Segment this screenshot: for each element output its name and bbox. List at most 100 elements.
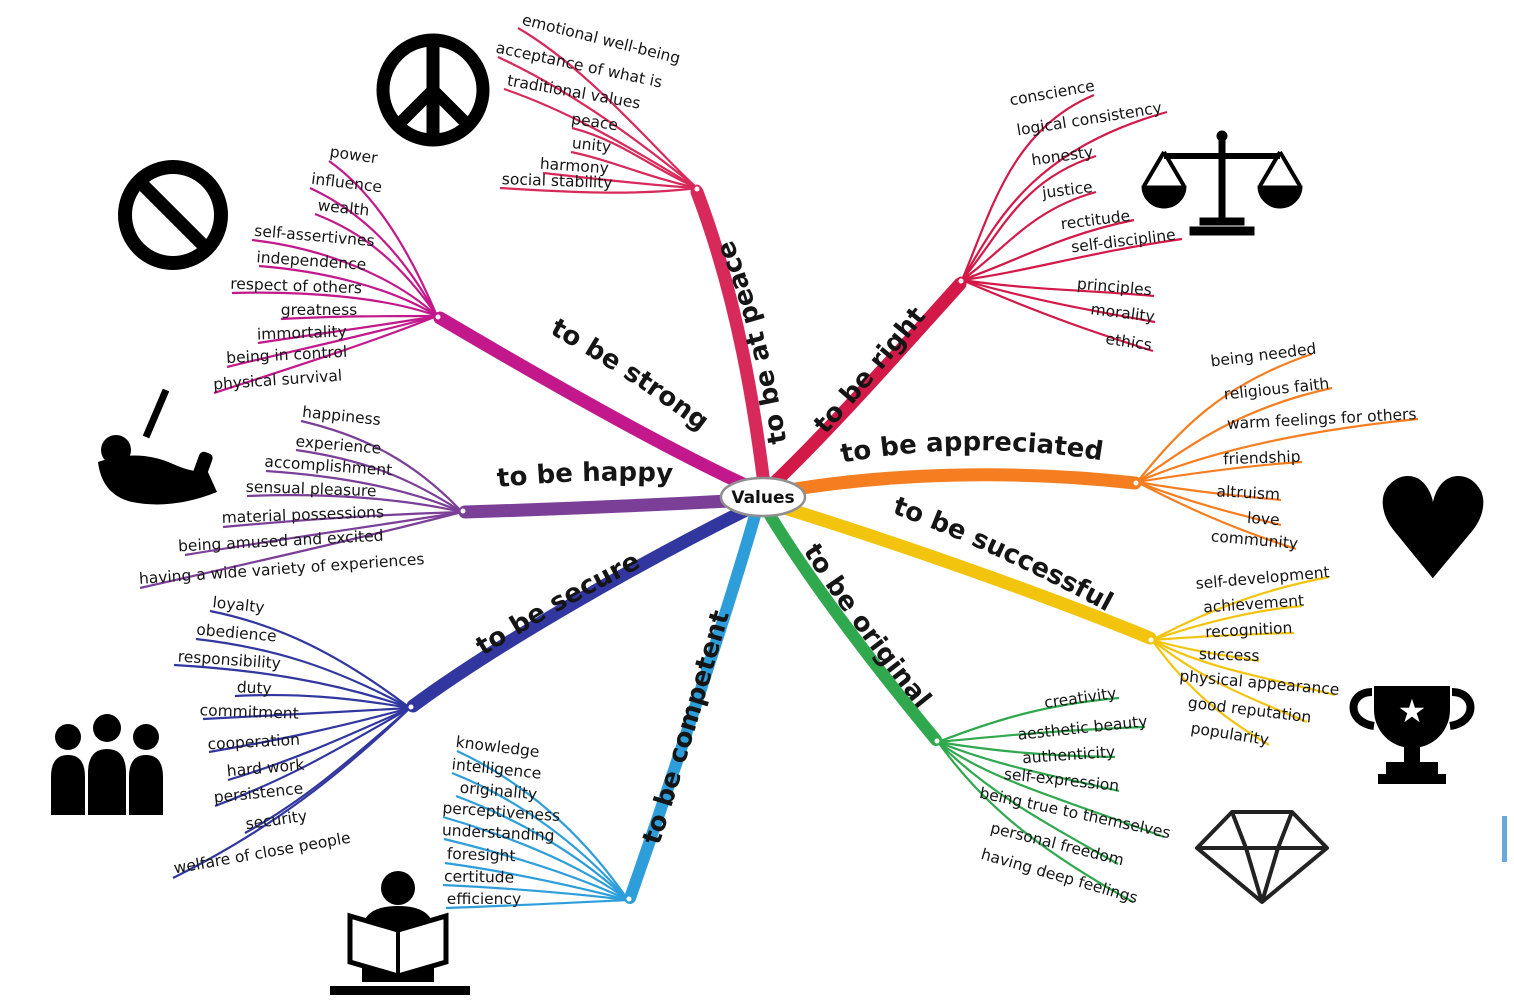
leaf-label[interactable]: greatness: [281, 301, 358, 319]
leaf-label[interactable]: self-expression: [1003, 765, 1120, 795]
prohibition-icon: [118, 160, 228, 270]
leaf-label[interactable]: duty: [236, 678, 272, 698]
leaf-label[interactable]: independence: [256, 248, 367, 274]
leaf-curve: [456, 750, 629, 901]
leaf-label[interactable]: loyalty: [212, 593, 266, 616]
branch-curves: [172, 500, 759, 879]
leaf-label[interactable]: success: [1199, 645, 1260, 665]
leaf-label[interactable]: being amused and excited: [178, 527, 384, 556]
leaf-label[interactable]: self-discipline: [1070, 226, 1176, 257]
leaf-label[interactable]: understanding: [442, 821, 555, 845]
scrollbar-artifact[interactable]: [1502, 816, 1507, 862]
leaf-label[interactable]: persistence: [213, 779, 304, 806]
leaf-curve: [195, 637, 411, 709]
leaf-curve: [244, 707, 411, 834]
leaf-label[interactable]: physical survival: [213, 367, 343, 394]
leaf-label[interactable]: community: [1210, 527, 1299, 553]
branch-curve[interactable]: [406, 500, 759, 713]
leaf-curve: [257, 314, 438, 345]
leaf-label[interactable]: warm feelings for others: [1227, 405, 1417, 433]
branch-curve[interactable]: [690, 185, 772, 499]
leaf-label[interactable]: cooperation: [207, 731, 300, 754]
leaf-label[interactable]: ethics: [1104, 330, 1152, 354]
leaf-label[interactable]: material possessions: [221, 503, 384, 527]
leaf-label[interactable]: wealth: [317, 196, 371, 219]
leaf-curve: [961, 278, 1154, 353]
leaf-label[interactable]: aesthetic beauty: [1017, 712, 1148, 744]
leaf-label[interactable]: welfare of close people: [172, 829, 352, 878]
leaf-label[interactable]: harmony: [539, 155, 609, 178]
leaf-label[interactable]: love: [1247, 509, 1281, 529]
branch-label[interactable]: to be original: [797, 538, 937, 714]
leaf-label[interactable]: social stability: [502, 170, 613, 192]
leaf-label[interactable]: unity: [571, 134, 612, 156]
leaf-curve: [1151, 639, 1336, 697]
leaf-label[interactable]: honesty: [1030, 143, 1094, 169]
leaf-label[interactable]: friendship: [1223, 448, 1301, 469]
branch-label[interactable]: to be competent: [637, 607, 736, 848]
branch-curves: [442, 506, 762, 910]
leaf-label[interactable]: creativity: [1043, 684, 1118, 712]
branch-curve[interactable]: [458, 493, 755, 519]
leaf-label[interactable]: morality: [1090, 300, 1156, 326]
branch-curve[interactable]: [624, 506, 762, 904]
leaf-label[interactable]: sensual pleasure: [246, 478, 377, 501]
leaf-label[interactable]: power: [329, 143, 380, 168]
leaf-label[interactable]: commitment: [199, 701, 299, 722]
branch-label[interactable]: to be secure: [471, 546, 645, 662]
branch-label[interactable]: to be right: [808, 302, 932, 440]
leaf-label[interactable]: certitude: [444, 867, 514, 886]
leaf-label[interactable]: being needed: [1209, 340, 1317, 371]
leaf-curve: [937, 725, 1146, 744]
leaf-curve: [443, 837, 629, 901]
leaf-label[interactable]: foresight: [447, 845, 516, 865]
leaf-label[interactable]: respect of others: [230, 275, 362, 298]
leaf-curve: [300, 419, 463, 513]
center-node[interactable]: Values: [719, 476, 807, 518]
branch-curve[interactable]: [765, 277, 967, 492]
leaf-label[interactable]: altruism: [1216, 482, 1280, 503]
leaf-label[interactable]: popularity: [1189, 719, 1270, 749]
leaf-label[interactable]: being in control: [226, 343, 348, 367]
leaf-curve: [213, 314, 438, 395]
leaf-label[interactable]: justice: [1040, 178, 1093, 202]
branch-hub-dot: [433, 312, 443, 322]
leaf-label[interactable]: conscience: [1008, 77, 1096, 110]
leaf-label[interactable]: recognition: [1205, 619, 1293, 642]
leaf-curve: [258, 264, 438, 317]
leaf-label[interactable]: principles: [1076, 275, 1152, 299]
diamond-icon: [1195, 810, 1329, 904]
leaf-label[interactable]: security: [244, 807, 308, 833]
leaf-label[interactable]: religious faith: [1223, 375, 1330, 404]
leaf-label[interactable]: self-assertivnes: [254, 222, 376, 250]
leaf-curve: [961, 190, 1097, 281]
leaf-label[interactable]: experience: [295, 432, 382, 457]
leaf-label[interactable]: achievement: [1203, 592, 1305, 617]
branch-curve[interactable]: [762, 506, 942, 746]
leaf-curve: [209, 609, 411, 709]
group-of-people-icon: [51, 714, 163, 815]
branch-curve[interactable]: [771, 468, 1142, 499]
leaf-label[interactable]: self-development: [1195, 563, 1330, 593]
leaf-curve: [1151, 575, 1330, 641]
branch-curve[interactable]: [433, 311, 761, 496]
branch-hub-dot: [458, 506, 468, 516]
branch-label[interactable]: to be appreciated: [838, 427, 1105, 469]
branch-curve[interactable]: [768, 498, 1157, 645]
leaf-label[interactable]: logical consistency: [1015, 99, 1163, 140]
leaf-label[interactable]: originality: [459, 779, 538, 804]
leaf-labels: power influence wealth self-assertivnes …: [213, 143, 383, 394]
leaf-label[interactable]: physical appearance: [1179, 667, 1340, 699]
leaf-label[interactable]: immortality: [257, 322, 347, 343]
leaf-curve: [1151, 638, 1260, 663]
branch-label[interactable]: to be strong: [546, 313, 715, 437]
leaf-label[interactable]: hard work: [226, 756, 305, 781]
leaf-labels: conscience logical consistency honesty j…: [1008, 77, 1176, 354]
leaf-curve: [497, 56, 698, 189]
branch-label[interactable]: to be happy: [496, 458, 674, 495]
leaf-label[interactable]: efficiency: [447, 890, 521, 908]
leaf-curve: [503, 87, 698, 189]
leaf-label[interactable]: obedience: [196, 621, 278, 646]
leaf-label[interactable]: authenticity: [1022, 743, 1116, 767]
